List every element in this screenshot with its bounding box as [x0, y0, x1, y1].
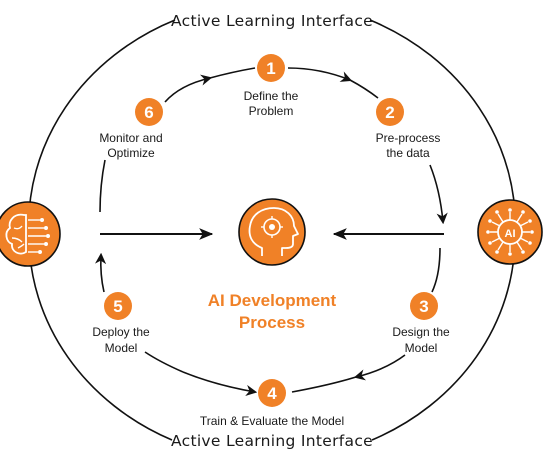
step-2-label-line2: the data	[386, 146, 430, 160]
step-1-badge	[257, 54, 285, 82]
step-3-label-line1: Design the	[392, 325, 450, 339]
ai-head-gear-icon	[238, 198, 306, 266]
cycle-arrows	[94, 67, 448, 396]
ring-label-bottom: Active Learning Interface	[171, 432, 373, 450]
step-1-label-line2: Problem	[249, 104, 294, 118]
step-1: 1 Define the Problem	[244, 54, 299, 118]
step-3: 3 Design the Model	[392, 292, 450, 355]
step-5-badge	[104, 292, 132, 320]
center-title-line1: AI Development	[208, 291, 337, 310]
step-6: 6 Monitor and Optimize	[99, 98, 163, 160]
step-6-number: 6	[144, 103, 153, 122]
step-1-number: 1	[266, 59, 275, 78]
ai-chip-label: AI	[505, 228, 516, 240]
step-5-label-line1: Deploy the	[92, 325, 150, 339]
step-6-badge	[135, 98, 163, 126]
step-5: 5 Deploy the Model	[92, 292, 150, 355]
ring-label-top: Active Learning Interface	[171, 12, 373, 30]
step-5-label-line2: Model	[105, 341, 138, 355]
step-6-label-line1: Monitor and	[99, 131, 162, 145]
step-2-label-line1: Pre-process	[376, 131, 441, 145]
step-4: 4 Train & Evaluate the Model	[200, 379, 344, 428]
step-3-label-line2: Model	[405, 341, 438, 355]
step-3-number: 3	[419, 297, 428, 316]
step-2-badge	[376, 98, 404, 126]
step-1-label-line1: Define the	[244, 89, 299, 103]
step-3-badge	[410, 292, 438, 320]
step-6-label-line2: Optimize	[107, 146, 155, 160]
step-5-number: 5	[113, 297, 122, 316]
outer-ring	[27, 19, 517, 441]
ai-chip-icon: AI	[477, 199, 543, 265]
step-2-number: 2	[385, 103, 394, 122]
step-4-badge	[258, 379, 286, 407]
step-4-label-line1: Train & Evaluate the Model	[200, 414, 344, 428]
step-2: 2 Pre-process the data	[376, 98, 441, 160]
center-title-line2: Process	[239, 313, 305, 332]
step-4-number: 4	[267, 384, 277, 403]
brain-circuit-icon	[0, 201, 61, 267]
